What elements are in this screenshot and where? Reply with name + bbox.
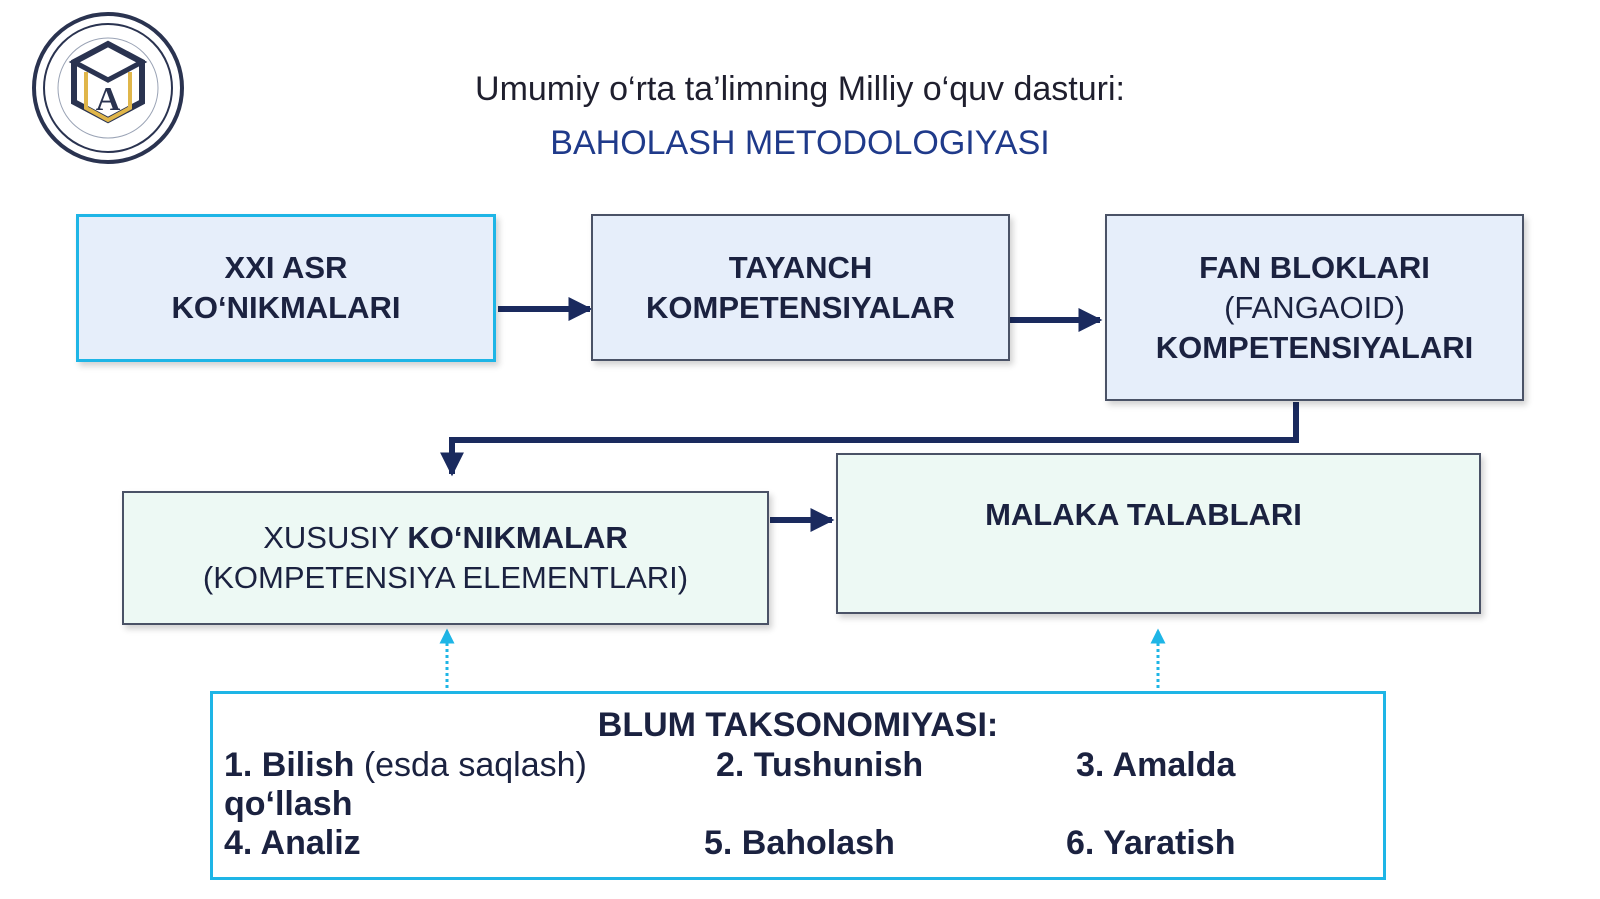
box-xususiy-line1-normal: XUSUSIY	[263, 520, 408, 555]
blum-item-1-bold: 1. Bilish	[224, 746, 355, 784]
box-fan-bloklari: FAN BLOKLARI (FANGAOID) KOMPETENSIYALARI	[1105, 214, 1524, 401]
box-xususiy: XUSUSIY KO‘NIKMALAR (KOMPETENSIYA ELEMEN…	[122, 491, 769, 625]
box-fan-line3: KOMPETENSIYALARI	[1155, 329, 1474, 365]
box-xususiy-line2: (KOMPETENSIYA ELEMENTLARI)	[202, 560, 689, 595]
blum-title: BLUM TAKSONOMIYASI:	[597, 706, 999, 744]
page-title: Umumiy o‘rta ta’limning Milliy o‘quv das…	[475, 70, 1125, 108]
blum-item-1: 1. Bilish (esda saqlash)	[224, 746, 587, 785]
box-xxi-asr: XXI ASR KO‘NIKMALARI	[76, 214, 496, 362]
blum-item-4: 4. Analiz	[224, 824, 361, 862]
blum-taxonomy-box: BLUM TAKSONOMIYASI: 1. Bilish (esda saql…	[210, 691, 1386, 880]
blum-item-1-normal: (esda saqlash)	[354, 746, 587, 784]
box-tayanch-line2: KOMPETENSIYALAR	[646, 289, 955, 325]
box-xususiy-line1: XUSUSIY KO‘NIKMALAR	[263, 518, 628, 558]
box-xxi-line1: XXI ASR	[224, 250, 348, 285]
box-xxi-line2: KO‘NIKMALARI	[171, 290, 401, 325]
box-tayanch-line1: TAYANCH	[728, 249, 873, 285]
box-xususiy-line1-bold: KO‘NIKMALAR	[407, 520, 628, 555]
box-fan-line2: (FANGAOID)	[1224, 289, 1405, 325]
logo-letter: A	[96, 81, 121, 118]
blum-item-2: 2. Tushunish	[716, 746, 924, 784]
blum-item-6: 6. Yaratish	[1066, 824, 1236, 862]
arrow-fan-to-xususiy	[440, 402, 1299, 477]
box-malaka-line1: MALAKA TALABLARI	[985, 497, 1302, 532]
blum-item-3-line2: qo‘llash	[224, 785, 353, 823]
blum-item-5: 5. Baholash	[704, 824, 895, 862]
box-tayanch: TAYANCH KOMPETENSIYALAR	[591, 214, 1010, 361]
academy-seal-icon: A	[32, 12, 184, 164]
page-subtitle: BAHOLASH METODOLOGIYASI	[550, 124, 1050, 162]
box-fan-line1: FAN BLOKLARI	[1199, 249, 1430, 285]
box-malaka: MALAKA TALABLARI	[836, 453, 1481, 614]
blum-item-3-line1: 3. Amalda	[1076, 746, 1236, 784]
